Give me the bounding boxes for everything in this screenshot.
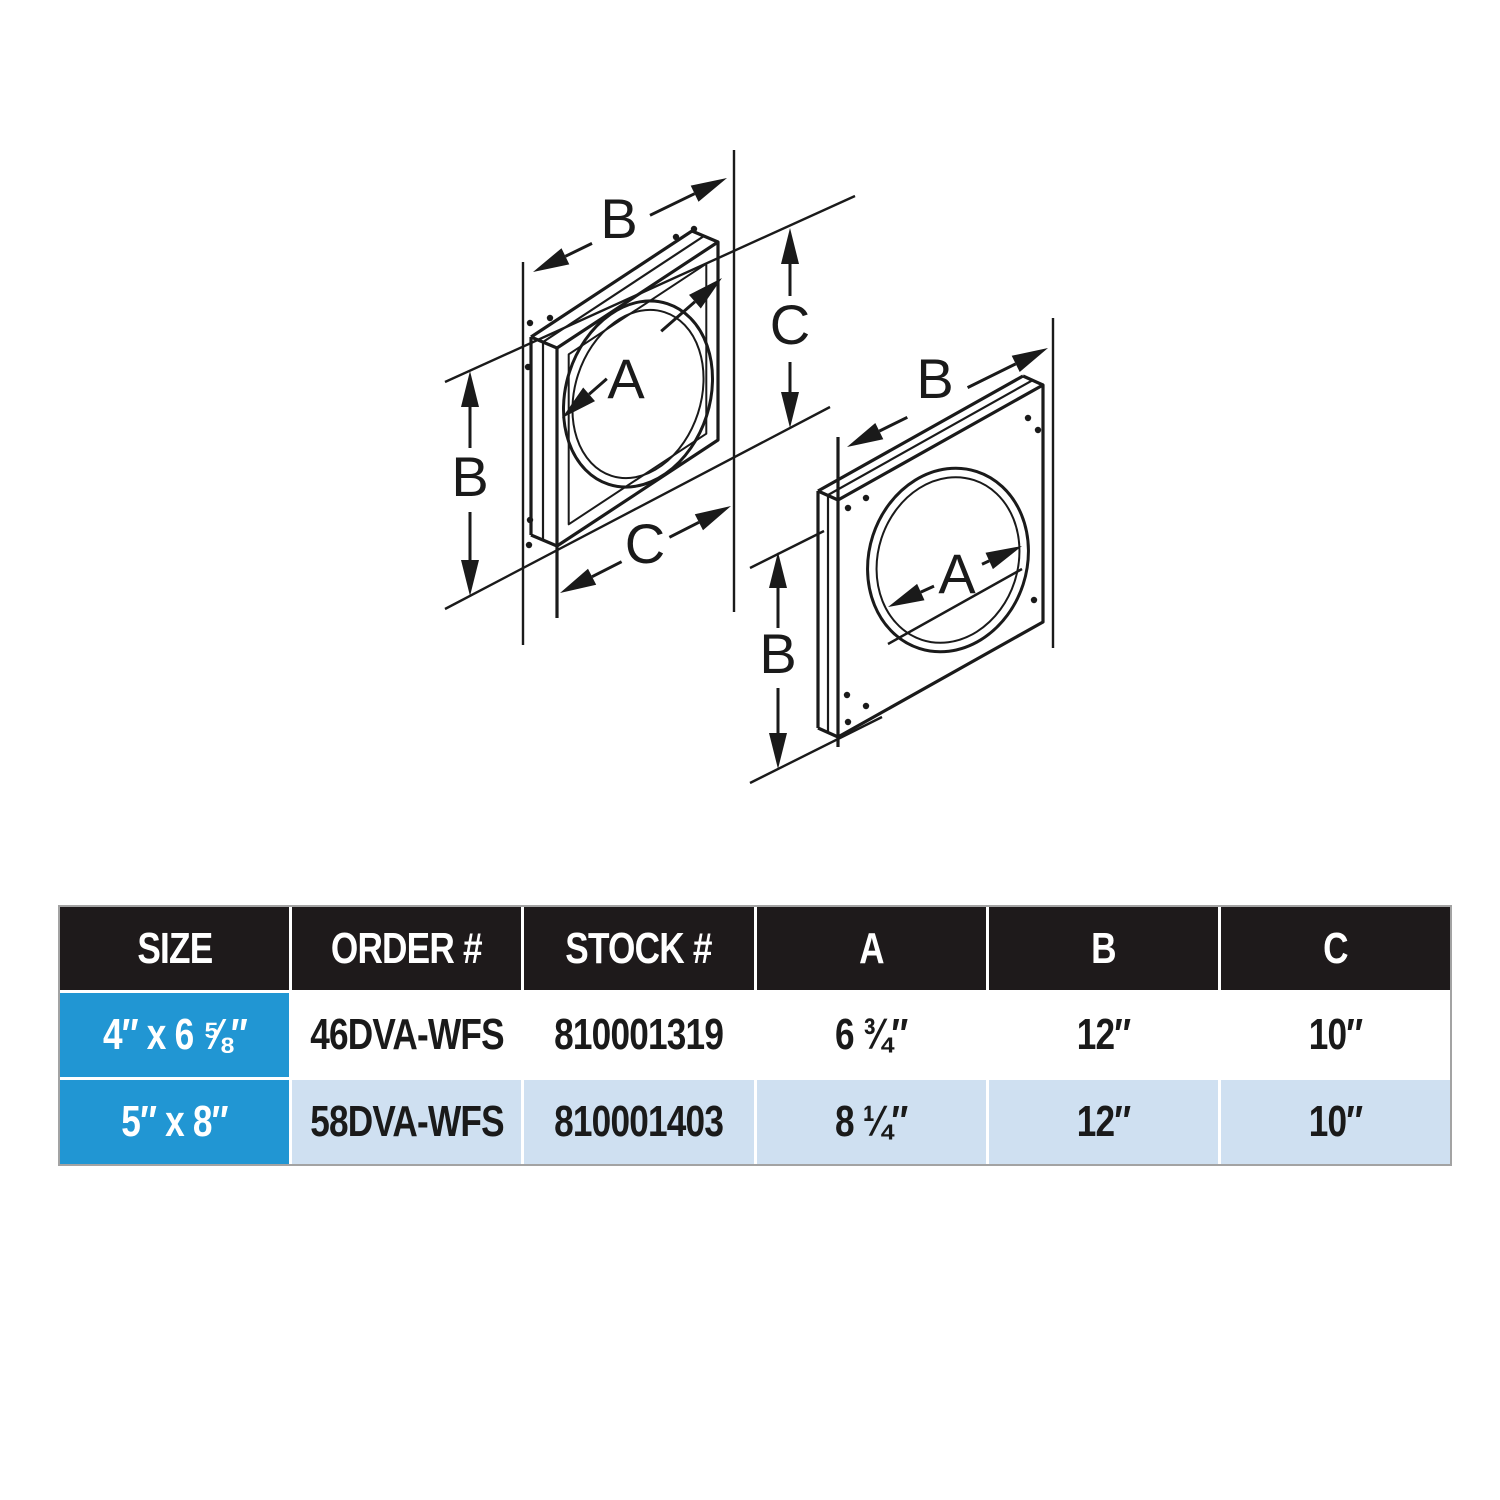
header-c: C [1220,907,1450,990]
right-plate-construction-lines [749,318,1055,785]
right-dim-a-center: A [888,542,1022,607]
left-plate: B C A [444,150,856,645]
left-plate-body [529,229,720,618]
row2-order: 58DVA-WFS [292,1080,522,1164]
left-dim-b-top: B [533,178,727,272]
left-plate-inner-frame [567,262,708,526]
row2-c: 10″ [1220,1080,1450,1164]
header-order: ORDER # [292,907,522,990]
right-plate-body [816,374,1045,747]
left-dim-c-bottom: C [560,506,731,593]
left-plate-hole-inner [571,308,705,480]
left-plate-screw-holes [524,225,698,549]
right-plate-hole-inner [875,476,1021,644]
row1-c: 10″ [1220,993,1450,1077]
row2-size: 5″ x 8″ [60,1080,290,1164]
dim-label-c-bottom: C [625,512,665,575]
right-plate: B A B [749,318,1055,785]
left-plate-hole [561,299,715,489]
left-plate-construction-lines [444,150,856,645]
header-stock: STOCK # [524,907,754,990]
left-dim-b-left: B [451,371,489,596]
left-plate-face [555,240,720,548]
header-b: B [988,907,1218,990]
header-a: A [756,907,986,990]
spec-table: SIZE ORDER # STOCK # A B C 4″ x 6 ⅝″ 46D… [58,905,1452,1166]
row1-stock: 810001319 [524,993,754,1077]
right-plate-screw-holes [843,414,1042,726]
row1-size: 4″ x 6 ⅝″ [60,993,290,1077]
dim-label-a-right-plate: A [938,542,976,605]
dim-label-c-right: C [770,293,810,356]
right-dim-b-top: B [847,347,1048,447]
right-plate-hole [866,466,1030,654]
firestop-plates-drawing: B C A [444,150,1055,785]
dim-label-b-left-plate: B [451,445,488,508]
header-size: SIZE [60,907,290,990]
dim-label-b-top-left: B [600,187,637,250]
row1-b: 12″ [988,993,1218,1077]
row2-stock: 810001403 [524,1080,754,1164]
row1-a: 6 ¾″ [756,993,986,1077]
dim-label-a-left-plate: A [607,347,645,410]
dim-label-b-top-right: B [916,347,953,410]
dim-label-b-left-right-plate: B [759,622,796,685]
row1-order: 46DVA-WFS [292,993,522,1077]
right-plate-face [836,383,1045,739]
row2-b: 12″ [988,1080,1218,1164]
left-dim-c-right: C [770,228,810,428]
right-dim-b-left: B [759,552,797,769]
left-dim-a-center: A [562,278,722,418]
right-plate-collar-line [887,567,1023,646]
row2-a: 8 ¼″ [756,1080,986,1164]
